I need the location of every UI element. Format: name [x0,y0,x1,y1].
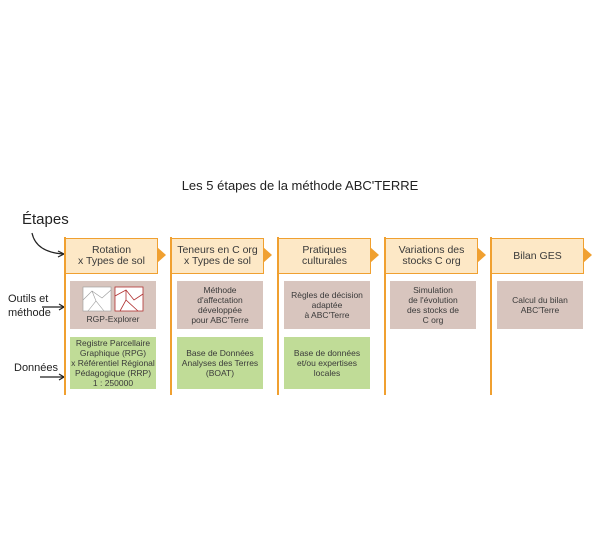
step-4-header: Variations des stocks C org [386,238,478,274]
etapes-label: Étapes [22,211,69,228]
step-4-arrow [477,247,486,263]
step-1-header: Rotation x Types de sol [66,238,158,274]
step-2-header: Teneurs en C org x Types de sol [172,238,264,274]
step-3-tool: Règles de décision adaptée à ABC'Terre [284,281,370,329]
step-3-header: Pratiques culturales [279,238,371,274]
step-1-tool: RGP-Explorer [70,281,156,329]
step-2-tool: Méthode d'affectation développée pour AB… [177,281,263,329]
step-1-data: Registre Parcellaire Graphique (RPG) x R… [70,337,156,389]
step-4-tool: Simulation de l'évolution des stocks de … [390,281,476,329]
step-3-timeline [277,237,279,395]
step-5-tool: Calcul du bilan ABC'Terre [497,281,583,329]
donnees-label: Données [14,362,59,374]
step-2-arrow [263,247,272,263]
diagram-title: Les 5 étapes de la méthode ABC'TERRE [181,178,419,193]
step-2-data: Base de Données Analyses des Terres (BOA… [177,337,263,389]
step-1-tool-label: RGP-Explorer [86,314,140,324]
step-5-timeline [490,237,492,395]
step-3-data: Base de données et/ou expertises locales [284,337,370,389]
step-2-timeline [170,237,172,395]
step-1-arrow [157,247,166,263]
step-4-timeline [384,237,386,395]
step-5-header: Bilan GES [492,238,584,274]
step-1-timeline [64,237,66,395]
rgp-map-icon [82,286,144,312]
etapes-pointer-arrow [31,232,64,255]
step-5-arrow [583,247,592,263]
step-3-arrow [370,247,379,263]
outils-label: Outils et méthode [8,293,51,319]
